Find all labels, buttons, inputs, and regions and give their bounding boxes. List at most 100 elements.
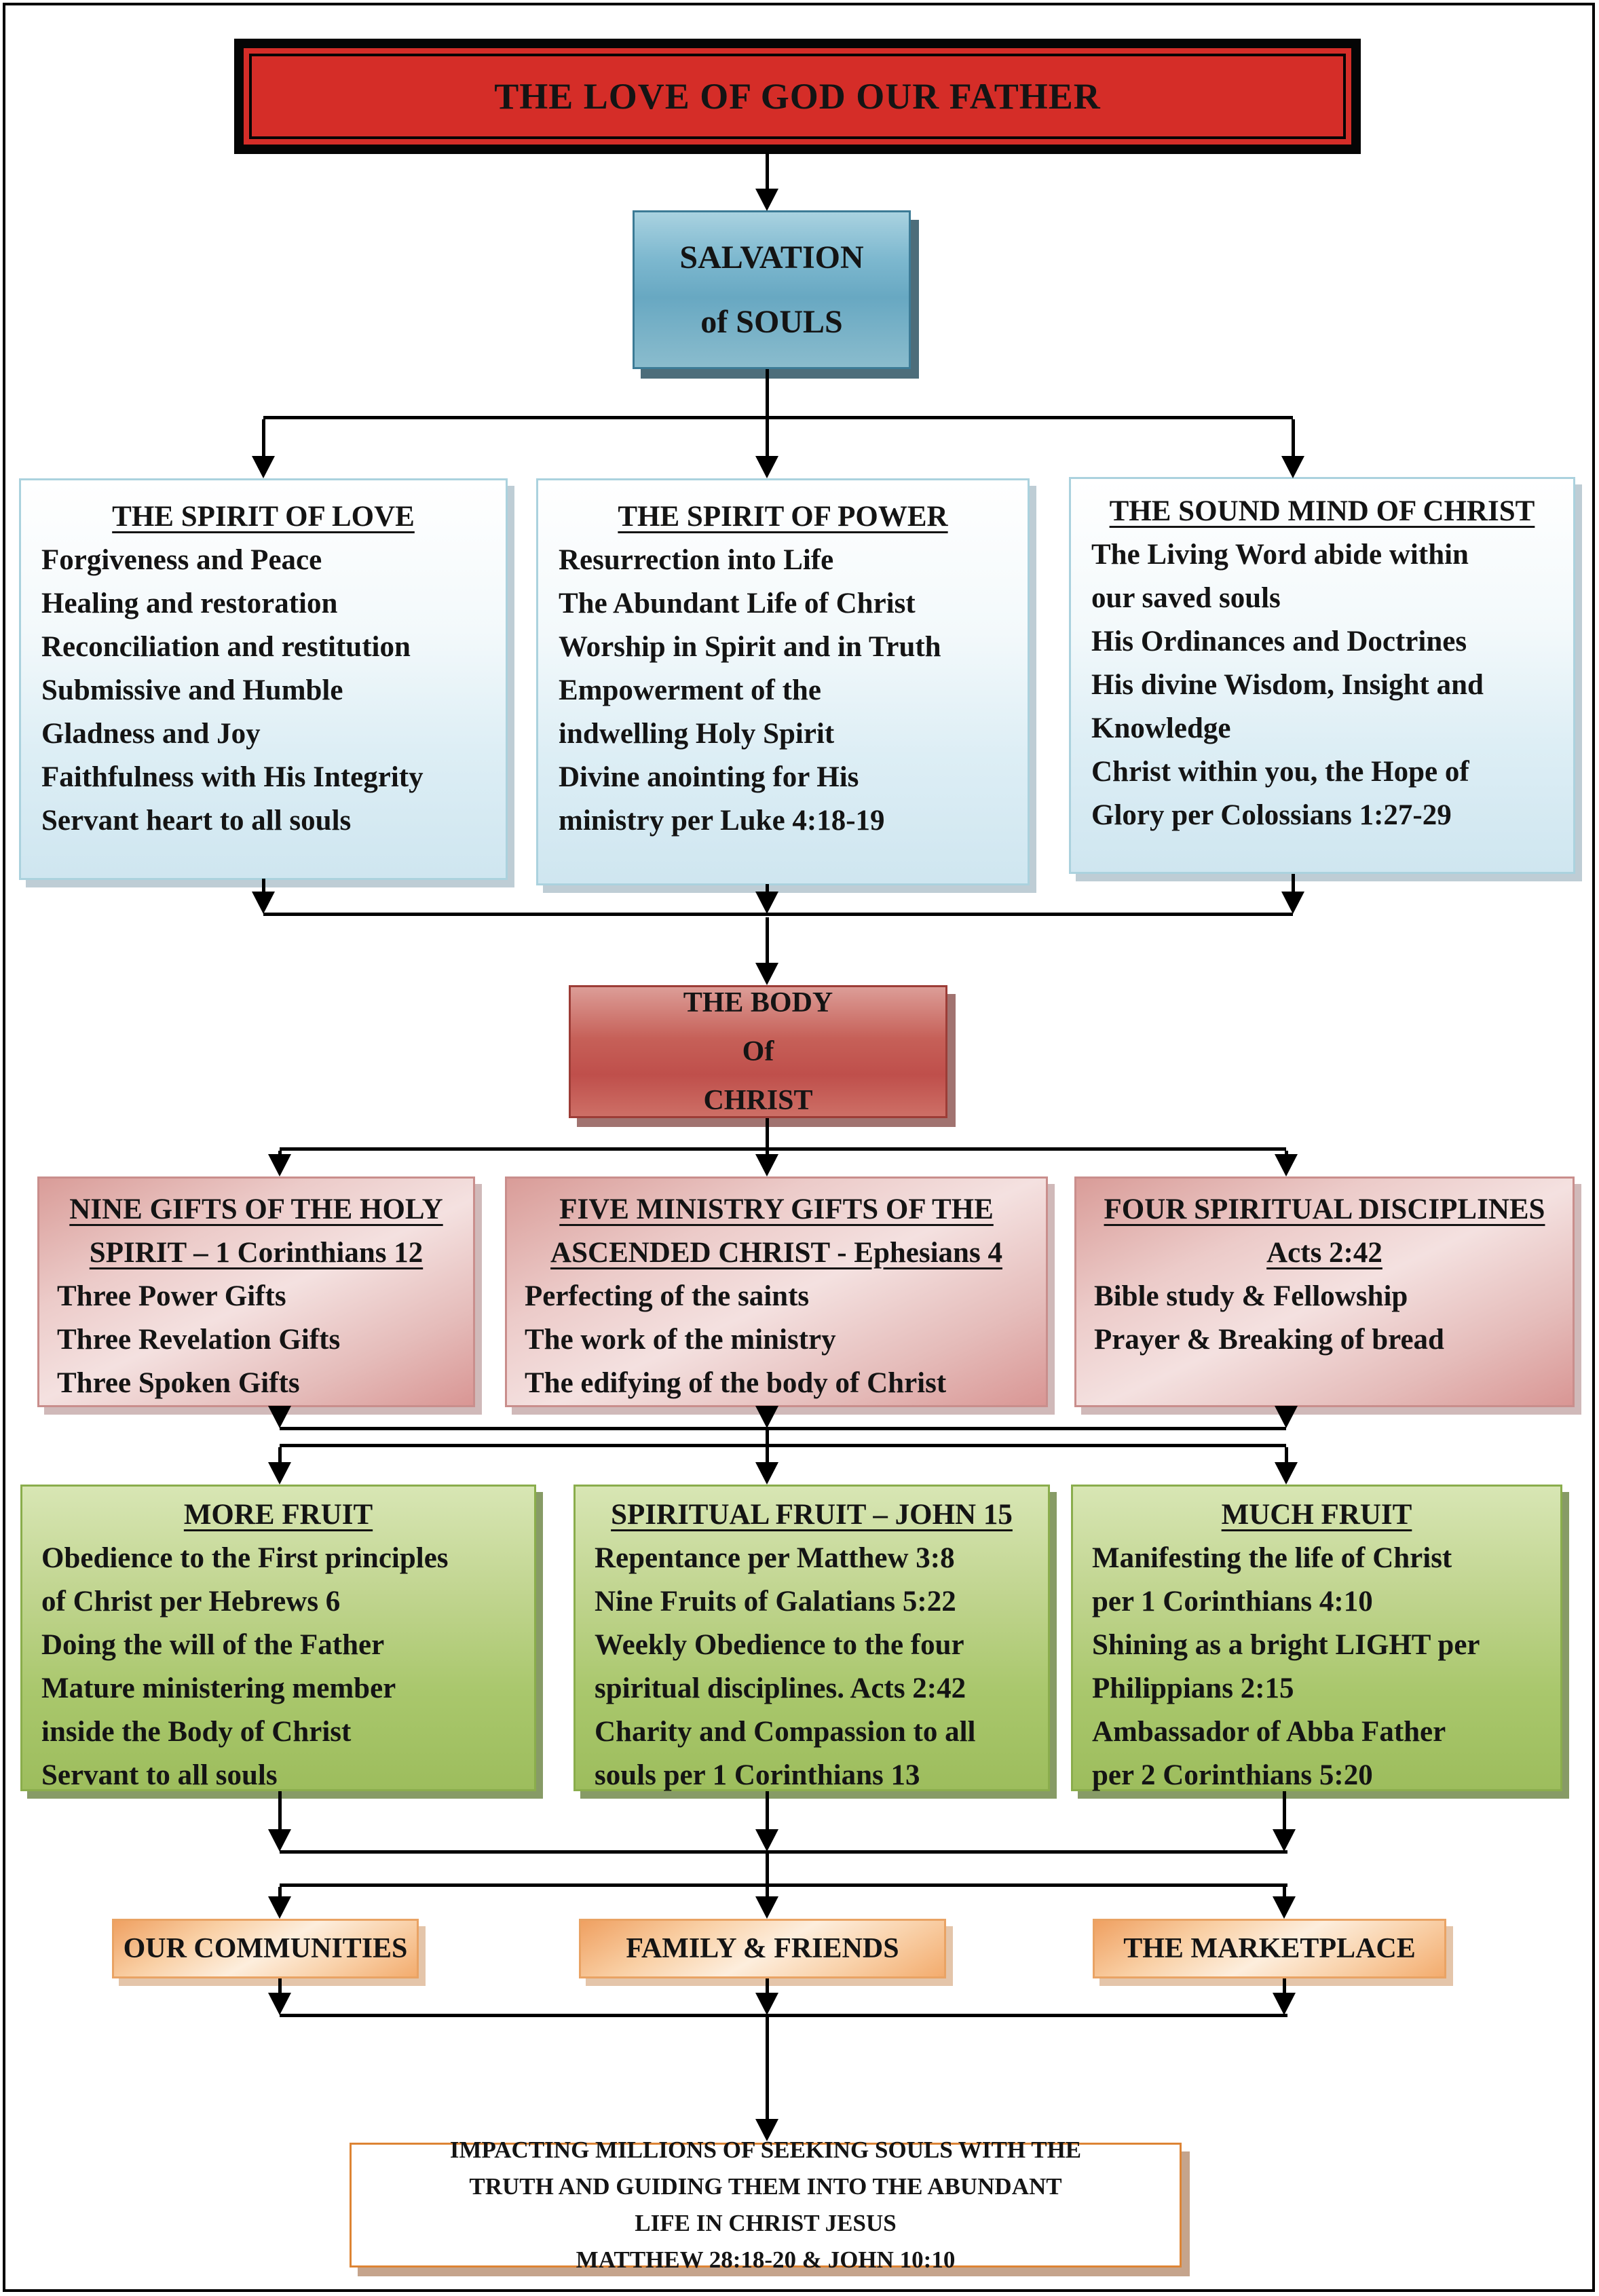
flow-line [262,419,265,457]
flow-line [278,1887,282,1897]
arrow-down-icon [755,892,778,914]
text-line: inside the Body of Christ [41,1716,352,1748]
text-line: indwelling Holy Spirit [559,718,835,750]
five-ministry-gifts-box: FIVE MINISTRY GIFTS OF THE ASCENDED CHRI… [505,1176,1048,1407]
arrow-down-icon [252,892,275,914]
flow-line [1285,1447,1288,1463]
body-line: CHRIST [703,1085,813,1116]
flow-line [766,419,769,457]
flow-line [278,1791,282,1830]
text-line: Manifesting the life of Christ [1092,1542,1452,1574]
arrow-down-icon [1275,1406,1298,1428]
text-line: Perfecting of the saints [525,1280,810,1312]
text-line: Three Power Gifts [57,1280,286,1312]
salvation-line: of SOULS [700,304,843,340]
arrow-down-icon [268,1154,291,1176]
arrow-down-icon [755,456,778,478]
text-line: Reconciliation and restitution [41,631,411,663]
arrow-down-icon [755,189,778,211]
flow-line [766,1151,769,1155]
title-box: THE LOVE OF GOD OUR FATHER [234,39,1361,154]
box-label: OUR COMMUNITIES [123,1933,408,1964]
arrow-down-icon [268,1406,291,1428]
flow-line [280,1850,1287,1854]
text-line: Resurrection into Life [559,544,834,576]
text-line: Servant to all souls [41,1759,278,1791]
arrow-down-icon [1275,1462,1298,1485]
arrow-down-icon [1273,1896,1296,1919]
impact-line: LIFE IN CHRIST JESUS [635,2210,897,2236]
arrow-down-icon [1281,892,1304,914]
box-lines: The Living Word abide within our saved so… [1091,533,1553,837]
text-line: Shining as a bright LIGHT per [1092,1629,1480,1661]
text-line: our saved souls [1091,582,1281,614]
arrow-down-icon [268,1462,291,1485]
flow-line [280,2014,1287,2017]
much-fruit-box: MUCH FRUIT Manifesting the life of Chris… [1071,1485,1562,1791]
impact-box: IMPACTING MILLIONS OF SEEKING SOULS WITH… [350,2137,1182,2273]
text-line: Divine anointing for His [559,761,859,793]
text-line: Weekly Obedience to the four [595,1629,964,1661]
title-box-inner-border [249,54,1346,139]
box-title-line: ASCENDED CHRIST - Ephesians 4 [550,1237,1002,1269]
arrow-down-icon [755,1154,778,1176]
text-line: The Living Word abide within [1091,539,1469,571]
spirit-of-love-box: THE SPIRIT OF LOVE Forgiveness and Peace… [19,478,508,880]
flow-line [280,1427,1286,1430]
sound-mind-of-christ-box: THE SOUND MIND OF CHRIST The Living Word… [1069,477,1575,874]
flow-line [1283,1887,1286,1897]
flow-line [278,1978,282,1993]
flow-line [263,913,1293,916]
text-line: Faithfulness with His Integrity [41,761,424,793]
arrow-down-icon [755,963,778,985]
arrow-down-icon [755,2119,778,2141]
salvation-box: SALVATION of SOULS [633,210,911,369]
box-title: THE SOUND MIND OF CHRIST [1109,495,1535,527]
text-line: Forgiveness and Peace [41,544,322,576]
box-title-line: FIVE MINISTRY GIFTS OF THE [559,1193,994,1225]
flow-line [766,884,769,892]
text-line: The work of the ministry [525,1324,836,1356]
text-line: Three Spoken Gifts [57,1367,300,1399]
text-line: Servant heart to all souls [41,805,352,837]
text-line: Healing and restoration [41,588,338,619]
text-line: Worship in Spirit and in Truth [559,631,941,663]
text-line: Charity and Compassion to all [595,1716,976,1748]
spirit-of-power-box: THE SPIRIT OF POWER Resurrection into Li… [536,478,1030,885]
arrow-down-icon [1273,1993,1296,2015]
arrow-down-icon [1275,1154,1298,1176]
box-label: FAMILY & FRIENDS [626,1933,899,1964]
arrow-down-icon [1273,1829,1296,1852]
box-title: MUCH FRUIT [1221,1499,1412,1531]
box-title: THE SPIRIT OF LOVE [112,501,415,533]
text-line: per 1 Corinthians 4:10 [1092,1586,1373,1618]
impact-line: MATTHEW 28:18-20 & JOHN 10:10 [576,2246,956,2273]
marketplace-box: THE MARKETPLACE [1093,1919,1446,1978]
flow-line [1283,1791,1286,1830]
text-line: Bible study & Fellowship [1094,1280,1408,1312]
arrow-down-icon [268,1896,291,1919]
text-line: His divine Wisdom, Insight and [1091,669,1484,701]
arrow-down-icon [755,1896,778,1919]
text-line: His Ordinances and Doctrines [1091,626,1467,657]
more-fruit-box: MORE FRUIT Obedience to the First princi… [20,1485,536,1791]
body-of-christ-box: THE BODY Of CHRIST [569,985,947,1118]
page-title: THE LOVE OF GOD OUR FATHER [494,76,1101,117]
flow-line [766,2017,769,2120]
box-title-line: Acts 2:42 [1266,1237,1382,1269]
flow-line [1292,874,1295,892]
box-title-line: SPIRIT – 1 Corinthians 12 [89,1237,424,1269]
flow-line [766,917,769,963]
flow-line [766,153,769,190]
flow-line [1283,1978,1286,1993]
arrow-down-icon [755,1993,778,2015]
text-line: Prayer & Breaking of bread [1094,1324,1444,1356]
text-line: Glory per Colossians 1:27-29 [1091,799,1452,831]
